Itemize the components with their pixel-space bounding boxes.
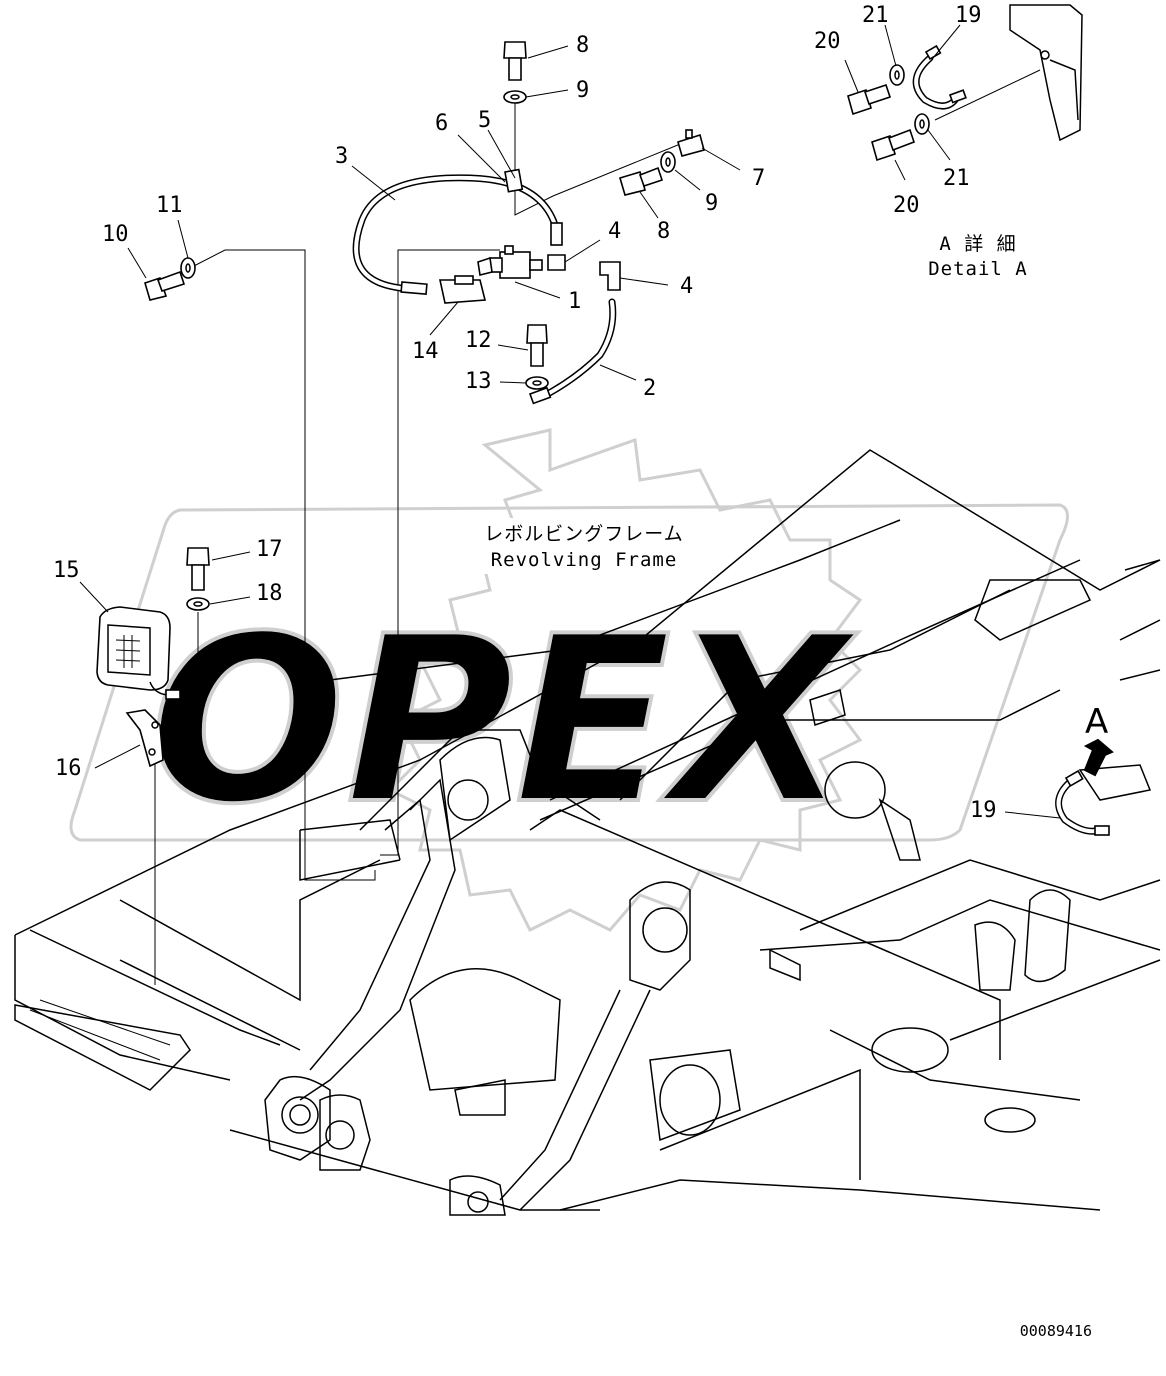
label-part-5: 5 <box>478 108 491 133</box>
detail-a-title-jp: A 詳 細 <box>939 233 1016 255</box>
label-part-21: 21 <box>862 3 889 28</box>
label-part-20: 20 <box>814 29 841 54</box>
bolts <box>144 41 916 591</box>
watermark-text: OPEX <box>150 588 858 855</box>
label-part-13: 13 <box>465 369 492 394</box>
label-part-3: 3 <box>335 144 348 169</box>
label-part-2: 2 <box>643 376 656 401</box>
detail-a-title-en: Detail A <box>928 258 1028 280</box>
view-arrow-a: A <box>1083 702 1114 777</box>
view-marker-label: A <box>1085 702 1108 742</box>
part-2-hose <box>528 298 617 405</box>
label-part-6: 6 <box>435 111 448 136</box>
label-part-4: 4 <box>680 274 693 299</box>
drawing-number: 00089416 <box>1020 1322 1092 1340</box>
label-part-15: 15 <box>53 558 80 583</box>
part-15-work-lamp <box>96 606 181 700</box>
part-3-hose <box>352 168 563 296</box>
revolving-frame <box>14 449 1161 1216</box>
part-16-bracket <box>125 709 164 768</box>
label-part-19: 19 <box>955 3 982 28</box>
label-part-17: 17 <box>256 537 283 562</box>
label-part-7: 7 <box>752 166 765 191</box>
label-part-9: 9 <box>705 191 718 216</box>
label-part-9: 9 <box>576 78 589 103</box>
part-4-fittings <box>547 254 621 291</box>
label-part-14: 14 <box>412 339 439 364</box>
part-14-connector <box>439 275 487 304</box>
label-part-19: 19 <box>970 798 997 823</box>
part-1-relay <box>477 245 543 279</box>
leader-lines <box>79 24 1061 819</box>
detail-a-bracket <box>1009 4 1083 142</box>
detail-a-caption: A 詳 細 Detail A <box>928 233 1028 280</box>
part-19-hose-frame <box>1055 764 1152 836</box>
frame-caption: レボルビングフレーム Revolving Frame <box>475 518 690 574</box>
label-part-16: 16 <box>55 756 82 781</box>
part-19-hose-detail <box>912 44 967 110</box>
part-7-clamp <box>677 129 705 157</box>
washers <box>180 64 930 611</box>
label-part-18: 18 <box>256 581 283 606</box>
frame-title-jp: レボルビングフレーム <box>484 523 683 545</box>
label-part-10: 10 <box>102 222 129 247</box>
label-part-21: 21 <box>943 166 970 191</box>
label-part-8: 8 <box>657 219 670 244</box>
label-part-11: 11 <box>156 193 183 218</box>
watermark-gear: OPEX <box>69 428 1069 933</box>
frame-title-en: Revolving Frame <box>491 549 678 571</box>
label-part-12: 12 <box>465 328 492 353</box>
routing-lines <box>154 69 1041 985</box>
label-part-8: 8 <box>576 33 589 58</box>
label-part-20: 20 <box>893 193 920 218</box>
label-part-4: 4 <box>608 219 621 244</box>
label-part-1: 1 <box>568 289 581 314</box>
part-labels: 8 9 6 5 3 7 8 9 4 4 1 14 12 13 2 11 10 2… <box>53 3 997 823</box>
